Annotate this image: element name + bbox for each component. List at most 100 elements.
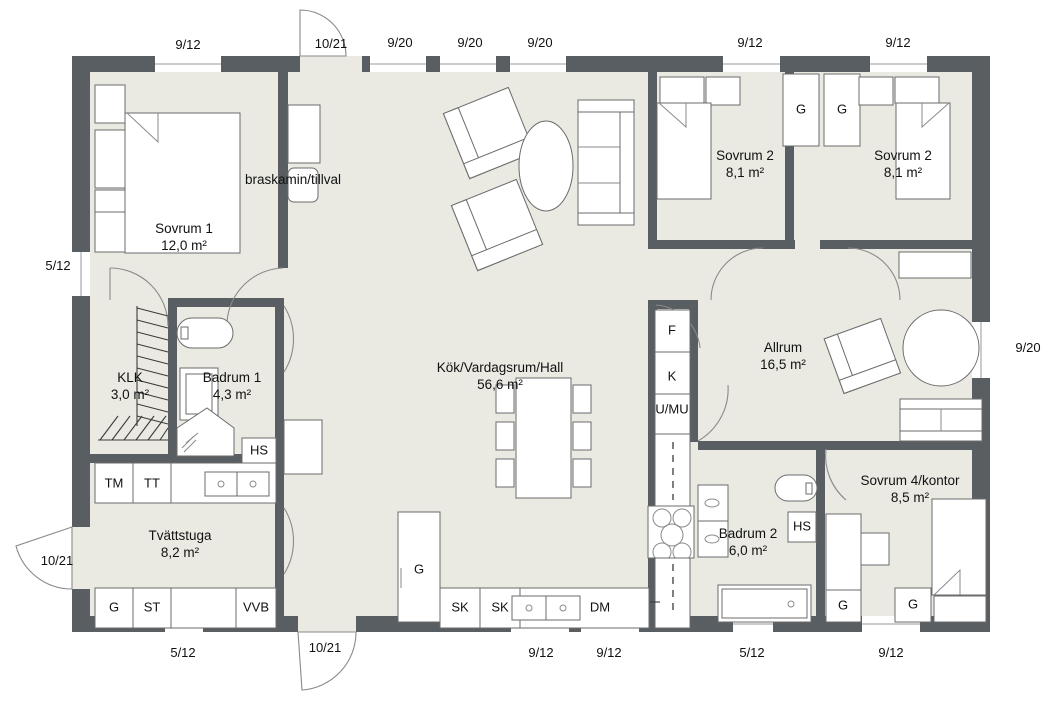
room-label-badrum1-name: Badrum 1 [203,370,262,385]
hs-cabinet-2 [787,511,817,543]
wall-sovrum2-divider [785,63,794,249]
door-opening-bottom-10-21 [298,616,356,632]
window-top-9-12-right [870,56,927,72]
room-labels: Sovrum 1 12,0 m² Sovrum 2 8,1 m² Sovrum … [111,148,960,560]
wall-tvattstuga-east [275,454,284,616]
sink-basin-1 [185,373,213,415]
dimension-labels: 9/12 10/21 9/20 9/20 9/20 9/12 9/12 5/12… [41,35,1041,660]
wall-klk-south [90,454,284,463]
dim-label-bottom-4: 9/12 [596,645,621,660]
window-top-9-20-c [510,56,566,72]
dim-label-top-3: 9/20 [387,35,412,50]
appliance-label-vvb: VVB [243,599,269,614]
appliance-labels: TM TT HS HS G ST VVB G SK SK DM F K U/MU… [105,101,918,614]
wall-kitchen-west [648,300,657,626]
appliance-label-sk1: SK [451,599,469,614]
door-opening-top-10-21 [300,56,362,72]
window-left-5-12 [72,252,90,296]
sovrum4-furniture [825,498,987,623]
wall-sovrum2a-west [648,63,657,248]
door-swings [15,9,901,691]
dim-label-top-5: 9/20 [527,35,552,50]
wall-badrum1-west [168,298,177,454]
sofa-two-seat-allrum [899,398,983,442]
coffee-table-oval [518,120,574,212]
interior-walls [90,63,972,626]
cabinet-g-laundry [94,587,134,629]
dining-set [495,377,592,499]
window-top-9-20-a [370,56,426,72]
nightstand-s2a [705,76,741,106]
door-opening-left-10-21 [72,527,90,589]
tvattstuga-fixtures [94,462,277,629]
appliance-label-g-s2b: G [837,101,847,116]
wall-kitchen-north [648,300,698,309]
sofa-three-seat [577,99,635,226]
room-label-badrum2-area: 6,0 m² [729,543,768,558]
dim-label-left-2: 10/21 [41,553,74,568]
braskamin-stove [287,167,319,203]
room-label-sovrum1-area: 12,0 m² [161,238,207,253]
window-top-9-12-left [155,56,221,72]
dim-label-top-4: 9/20 [457,35,482,50]
room-label-sovrum4-area: 8,5 m² [891,490,930,505]
appliance-label-g-s2a: G [796,101,806,116]
wall-kitchen-east-upper [689,300,698,442]
toilet-tank [180,326,189,340]
wall-sovrum2a-south [648,240,793,249]
toilet-1 [176,317,234,349]
dim-label-bottom-2: 10/21 [309,640,342,655]
room-label-sovrum2a-area: 8,1 m² [726,165,765,180]
appliance-label-k: K [668,368,677,383]
vanity-top-b2 [697,484,729,522]
room-label-klk-name: KLK [117,370,143,385]
badrum2-fixtures [697,474,818,623]
pantry-g [397,511,441,623]
cabinet-sk-1 [439,587,481,629]
room-label-klk-area: 3,0 m² [111,387,150,402]
door-top-entry [299,9,347,57]
dim-label-right-1: 9/20 [1015,340,1040,355]
appliance-label-tm: TM [105,475,124,490]
sideboard-allrum [898,251,972,279]
duvet-fold-s4 [933,568,961,596]
appliance-label-g-bad2: G [908,596,918,611]
appliance-label-umu: U/MU [655,401,688,416]
wall-badrum2-east [816,441,825,616]
chair-l3 [495,458,515,488]
pillow-s2b [894,76,940,104]
wall-badrum1-north [168,298,284,307]
room-label-sovrum2a-name: Sovrum 2 [716,148,774,163]
dim-label-top-2: 10/21 [315,36,348,51]
pillow-s2a [659,76,705,104]
dining-table [515,377,572,499]
duvet-fold-s2a [658,102,687,129]
duvet-fold [126,112,159,144]
door-bottom-entry [297,631,357,691]
room-label-sovrum4-name: Sovrum 4/kontor [860,473,960,488]
room-label-sovrum2b-area: 8,1 m² [884,165,923,180]
door-badrum2 [697,384,729,442]
wardrobe-g-s2b [823,73,861,147]
nightstand-s2b [858,76,894,106]
braskamin-furniture [287,104,321,203]
pillow-s4 [933,595,987,623]
wardrobe-g-s2a [782,73,820,147]
room-label-allrum-area: 16,5 m² [760,357,806,372]
dim-label-top-7: 9/12 [885,35,910,50]
room-label-badrum1-area: 4,3 m² [213,387,252,402]
wall-sovrum1-east [278,72,288,268]
kitchen-sink-a [511,595,547,621]
armchair-allrum [823,317,902,395]
appliance-label-f: F [668,322,676,337]
appliance-label-hs2: HS [793,518,811,533]
dim-label-bottom-1: 5/12 [170,645,195,660]
appliance-label-tt: TT [144,475,160,490]
sovrum2a-furniture [656,73,820,200]
wall-allrum-south [698,441,972,450]
nightstand-2 [94,211,126,253]
living-room-furniture [442,86,635,272]
round-table-allrum [902,309,980,387]
shower-1 [176,407,235,457]
